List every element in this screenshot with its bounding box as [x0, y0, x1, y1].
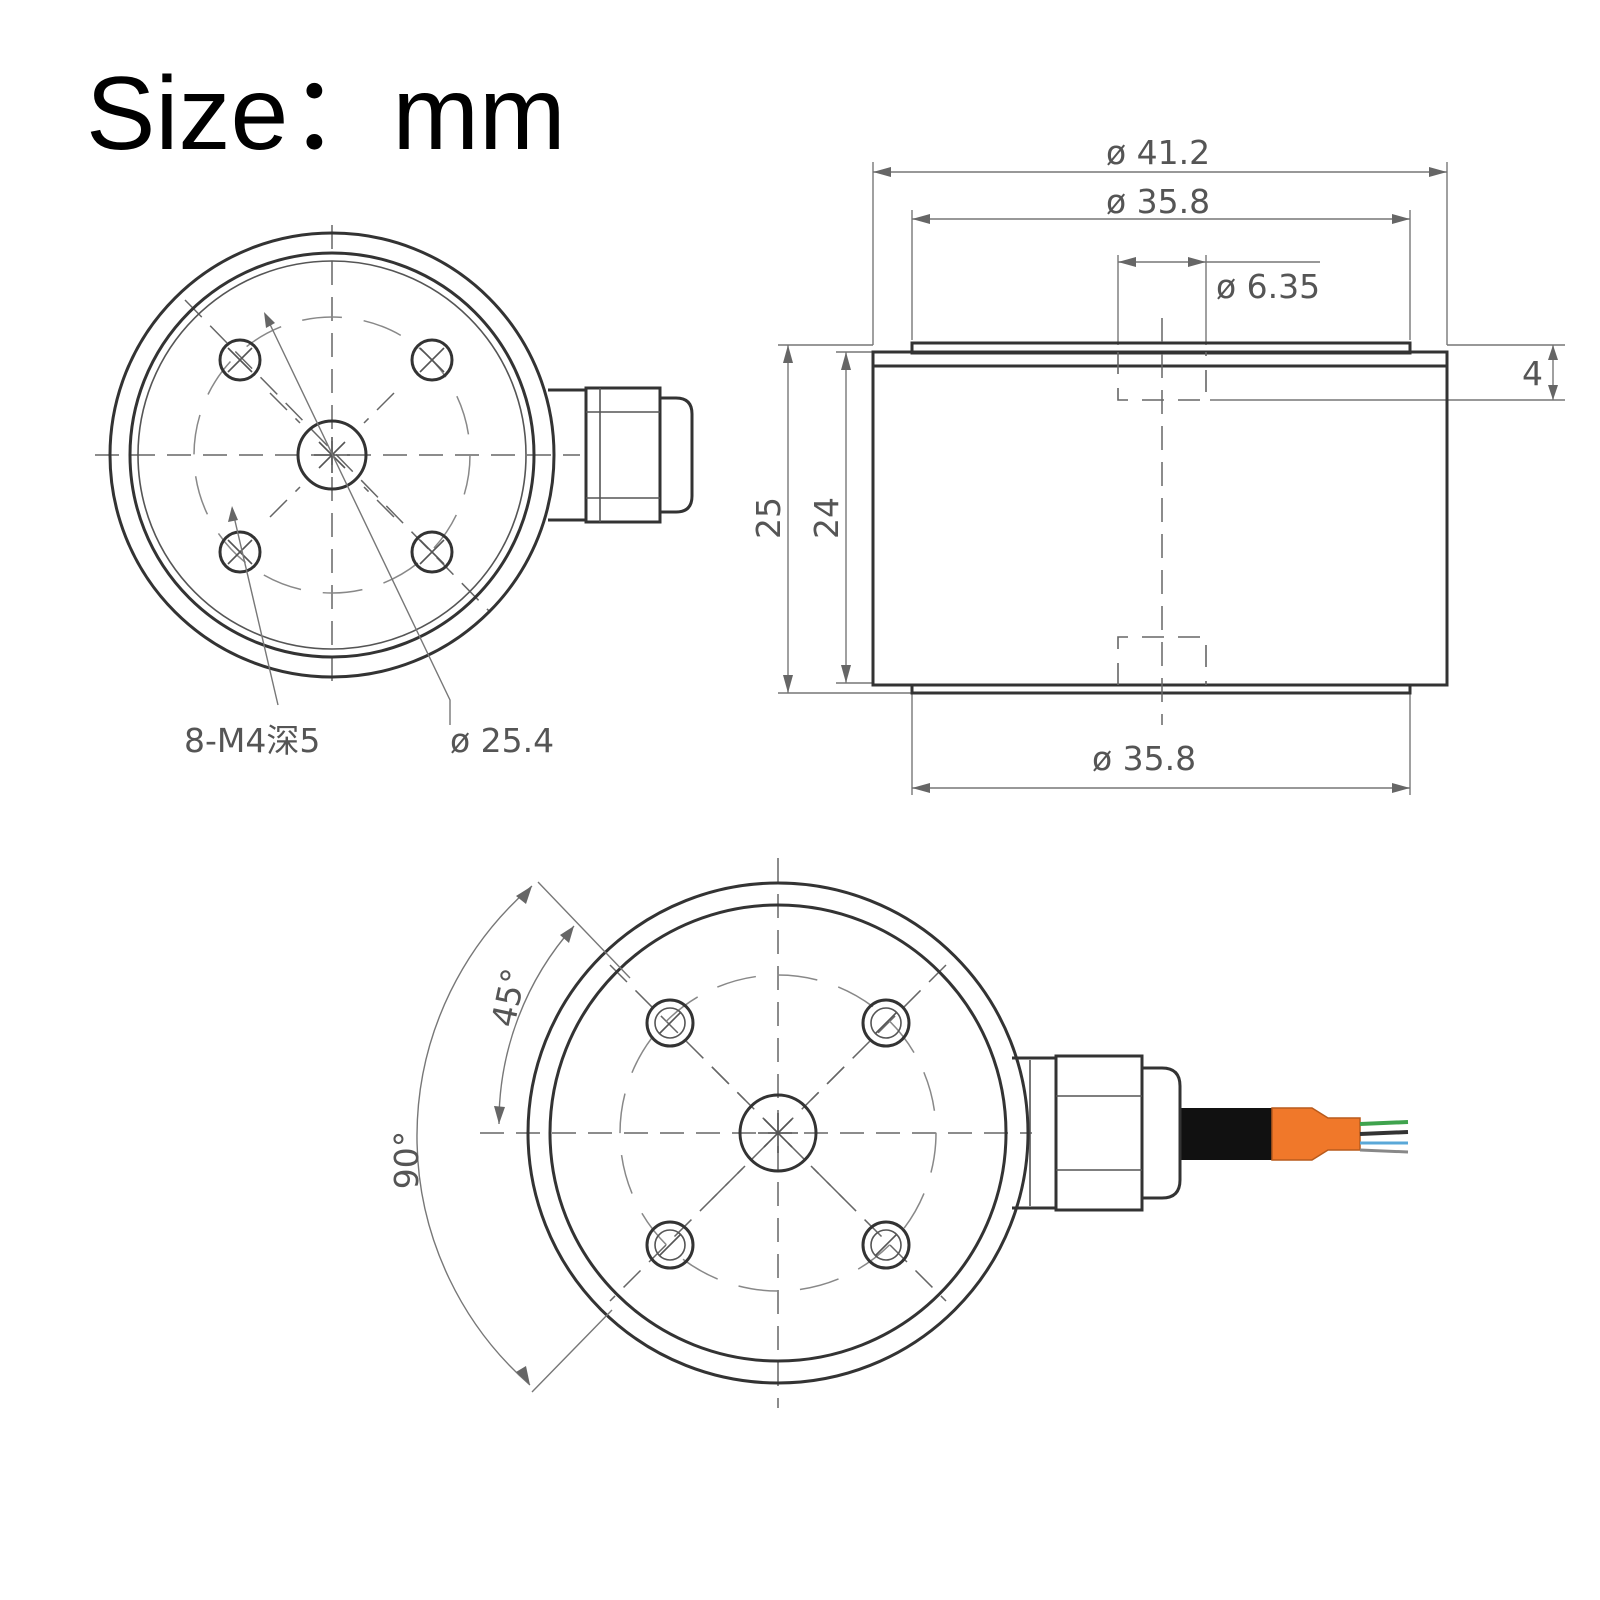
angle-90-arc — [416, 885, 533, 1386]
diagonal-centerline — [184, 299, 491, 613]
angle-extension — [537, 881, 631, 979]
bolt-circle — [619, 974, 937, 1292]
thread-spec-label: 8-M4深5 — [184, 721, 320, 760]
gland-nut — [1054, 1054, 1144, 1212]
inner-rim — [548, 903, 1008, 1363]
center-hole — [738, 1093, 818, 1173]
main-body — [871, 350, 1449, 687]
face-edge — [137, 260, 527, 650]
inner-rim — [128, 251, 536, 659]
bottom-boss — [910, 683, 1412, 695]
angle-extension — [531, 1309, 613, 1393]
angle-45-arc — [498, 925, 575, 1125]
threaded-holes — [645, 998, 911, 1270]
recess-depth-label: 4 — [1522, 354, 1543, 393]
side-view: ø 41.2 ø 35.8 ø 6.35 4 25 24 — [749, 133, 1565, 795]
body-height-label: 24 — [807, 497, 846, 539]
angle-45-label: 45° — [484, 965, 534, 1030]
page-title: Size：mm — [86, 56, 566, 172]
center-hole — [296, 419, 368, 491]
bottom-diameter-label: ø 35.8 — [1092, 739, 1196, 778]
threaded-hole — [645, 998, 695, 1048]
threaded-hole — [645, 1220, 695, 1270]
gland-neck — [1012, 1056, 1058, 1210]
top-diameter-label: ø 35.8 — [1106, 182, 1210, 221]
threaded-hole — [218, 530, 262, 574]
orange-sleeve — [1271, 1107, 1361, 1161]
bottom-hole-hidden — [1117, 636, 1207, 685]
gland-cap — [1142, 1066, 1182, 1200]
threaded-hole — [861, 998, 911, 1048]
top-view: 8-M4深5 ø 25.4 — [95, 225, 694, 760]
threaded-hole — [410, 338, 454, 382]
outer-rim — [108, 231, 556, 679]
outer-diameter-label: ø 41.2 — [1106, 133, 1210, 172]
thread-leader — [231, 507, 279, 706]
gland-nut — [584, 386, 662, 524]
green-wire — [1359, 1120, 1409, 1126]
bolt-circle-leader — [265, 315, 451, 725]
gland-cap — [660, 396, 694, 514]
bolt-circle-label: ø 25.4 — [450, 721, 554, 760]
threaded-hole — [861, 1220, 911, 1270]
grey-wire — [1359, 1148, 1409, 1154]
threaded-holes — [218, 338, 454, 574]
bolt-circle — [193, 316, 471, 594]
threaded-hole — [410, 530, 454, 574]
threaded-hole — [218, 338, 262, 382]
bottom-view: 45° 90° — [387, 858, 1409, 1408]
center-hole-label: ø 6.35 — [1216, 267, 1320, 306]
total-height-label: 25 — [749, 497, 788, 539]
outer-rim — [526, 881, 1030, 1385]
cable — [1180, 1108, 1280, 1160]
black-wire — [1359, 1130, 1409, 1136]
angle-90-label: 90° — [387, 1131, 426, 1190]
